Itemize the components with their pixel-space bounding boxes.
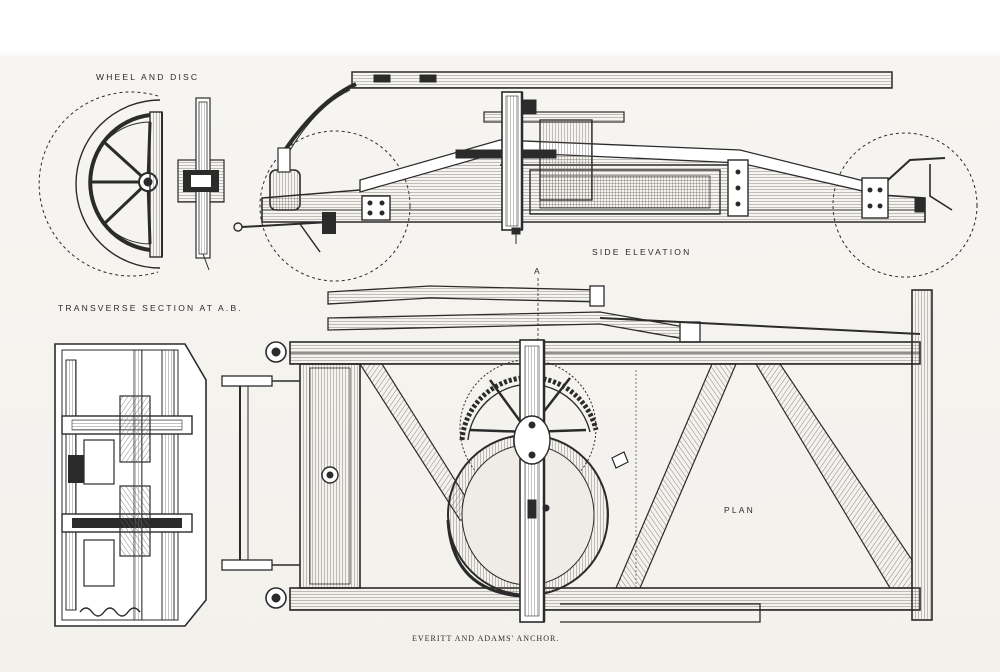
wheel-and-disc-figure <box>38 91 225 277</box>
wheel-and-disc-label: WHEEL AND DISC <box>96 72 200 82</box>
transverse-section-label: TRANSVERSE SECTION AT A.B. <box>58 303 243 313</box>
figure-caption: EVERITT AND ADAMS' ANCHOR. <box>412 634 560 643</box>
side-elevation-label: SIDE ELEVATION <box>592 247 692 257</box>
transverse-section-figure <box>54 343 207 627</box>
section-marker-a: A <box>534 266 540 276</box>
plan-figure <box>221 278 933 623</box>
plan-label: PLAN <box>724 505 756 515</box>
side-elevation-figure <box>233 71 978 282</box>
